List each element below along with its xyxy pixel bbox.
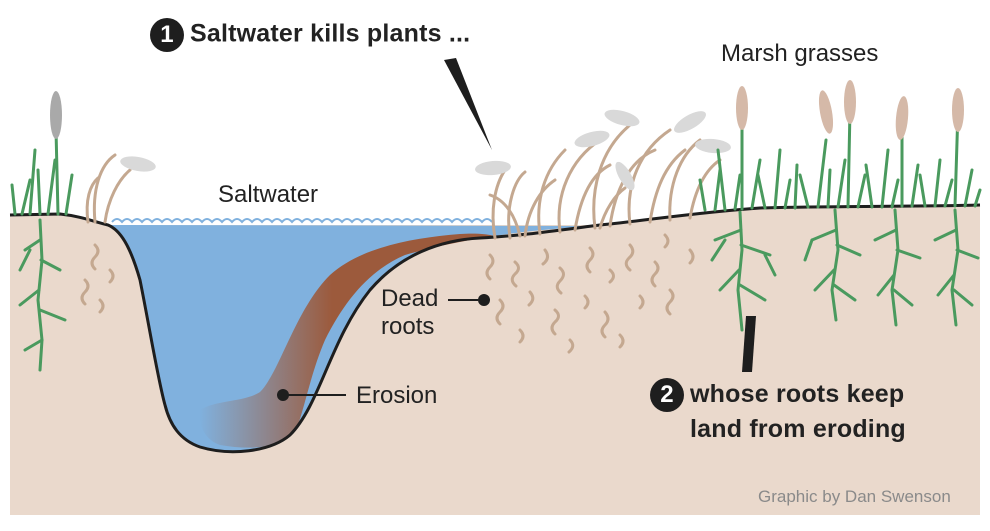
left-seed-head xyxy=(50,91,62,139)
erosion-dot xyxy=(277,389,289,401)
dead-roots-dot xyxy=(478,294,490,306)
callout-1-text: Saltwater kills plants ... xyxy=(190,19,471,48)
dead-grass xyxy=(85,123,722,240)
callout-2-line2: land from eroding xyxy=(690,415,906,444)
water-surface-waves xyxy=(111,218,493,224)
dead-roots-label-line2: roots xyxy=(381,313,435,340)
marsh-grasses-label: Marsh grasses xyxy=(721,40,879,67)
dead-seed-heads xyxy=(120,109,731,191)
callout-1-number: 1 xyxy=(150,18,184,52)
callout-1-pointer xyxy=(444,58,492,150)
dead-roots xyxy=(80,233,695,354)
callout-2-pointer xyxy=(742,316,756,372)
callout-2-line1: whose roots keep xyxy=(690,380,905,408)
eroded-soil xyxy=(199,233,494,448)
saltwater-channel xyxy=(108,225,600,452)
live-roots xyxy=(18,208,980,372)
left-bank-outline xyxy=(9,203,981,454)
erosion-label: Erosion xyxy=(356,382,438,409)
live-seed-heads xyxy=(736,80,964,140)
callout-2-number: 2 xyxy=(650,378,684,413)
live-marsh-grass xyxy=(10,108,982,216)
credit-label: Graphic by Dan Swenson xyxy=(758,487,951,506)
saltwater-label: Saltwater xyxy=(218,181,319,208)
dead-roots-label: Dead roots xyxy=(381,285,438,341)
dead-roots-label-line1: Dead xyxy=(381,285,439,312)
